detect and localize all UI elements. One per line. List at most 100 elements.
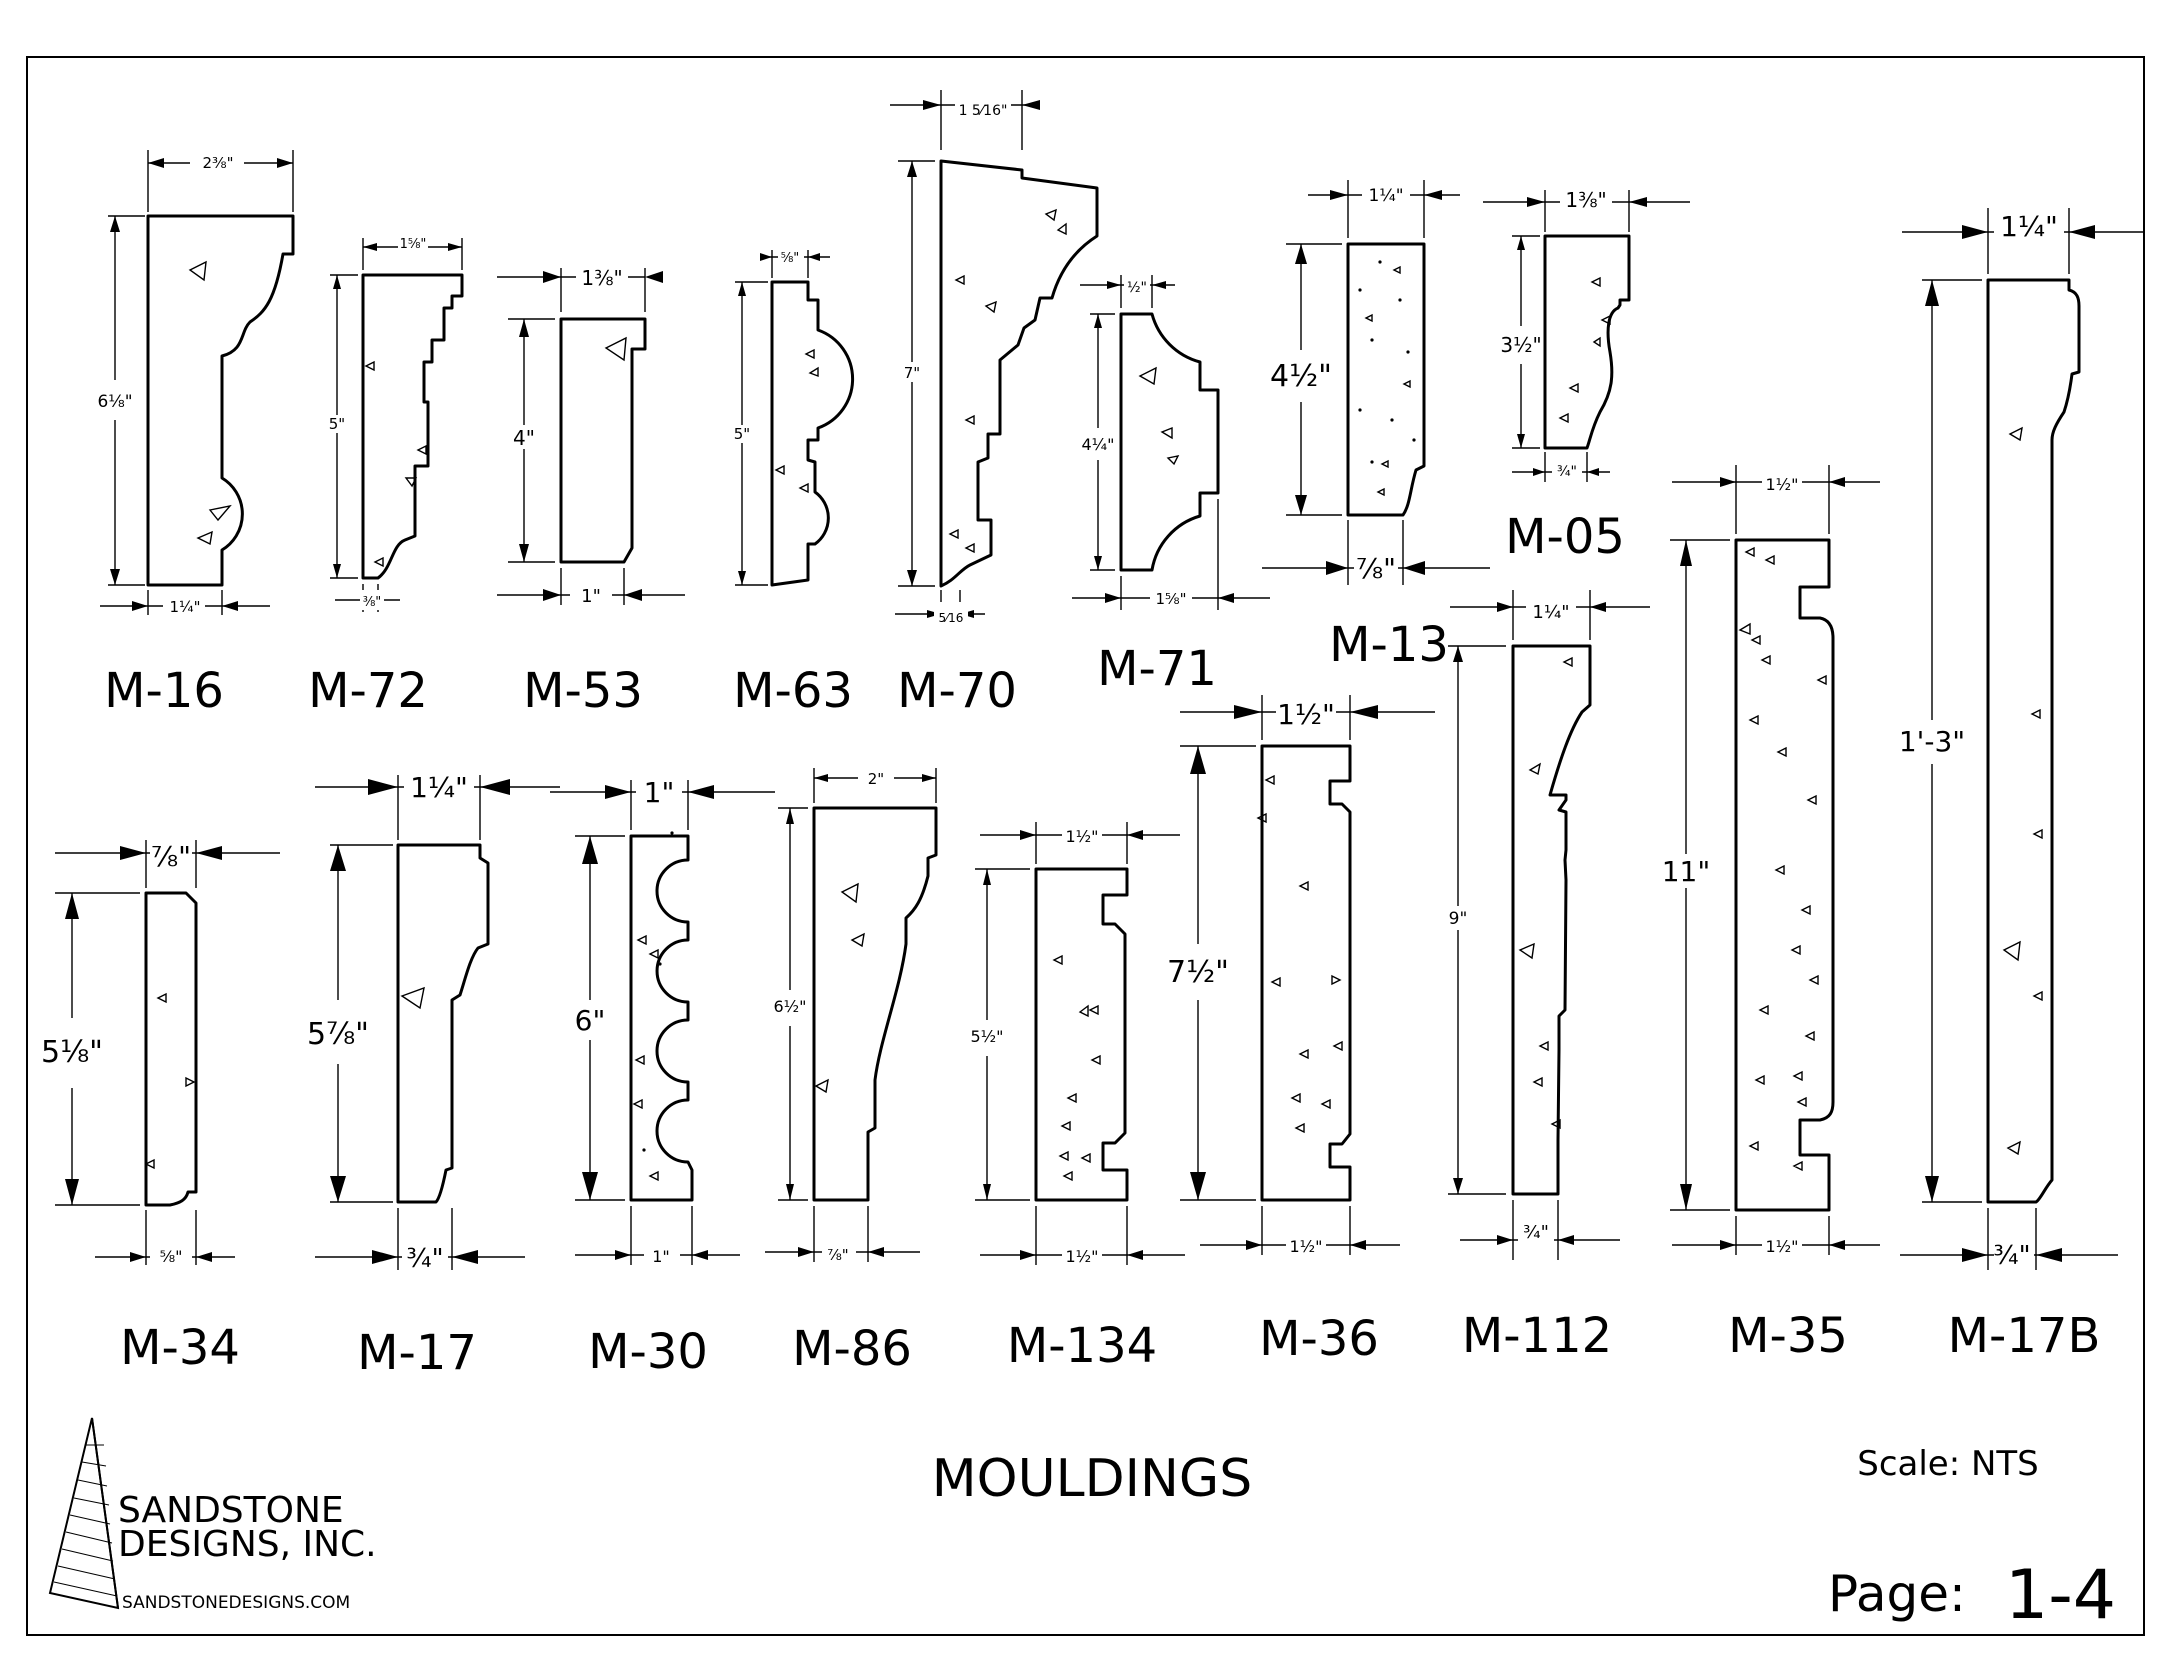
moulding-m-53: 1⅜" 4" 1" M-53 [497, 258, 685, 719]
moulding-m-63: ⅝" 5" M-63 [728, 243, 855, 719]
dim-width-m-53: 1⅜" [581, 266, 622, 290]
moulding-m-17b: 1¼" 1'-3" ¾" M-17B [1888, 196, 2144, 1364]
dim-depth-m-30: 1" [652, 1247, 670, 1266]
profile-m-16 [146, 214, 295, 587]
moulding-m-30: 1" 6" 1" M-30 [550, 776, 775, 1380]
label-m-86: M-86 [792, 1321, 912, 1377]
profile-m-112 [1511, 644, 1592, 1196]
dim-height-m-63: 5" [734, 425, 750, 443]
dim-width-m-34: ⅞" [151, 840, 191, 873]
label-m-17b: M-17B [1948, 1308, 2101, 1364]
dim-depth-m-36: 1½" [1289, 1237, 1322, 1256]
dim-depth-m-35: 1½" [1765, 1237, 1798, 1256]
moulding-m-86: 2" 6½" ⅞" M-86 [765, 768, 938, 1377]
dim-depth-m-05: ¾" [1557, 464, 1577, 480]
dim-height-m-16: 6⅛" [97, 392, 132, 412]
moulding-m-35: 1½" 11" 1½" M-35 [1656, 465, 1880, 1364]
moulding-m-70: 1 5⁄16" 7" 5⁄16 M-70 [890, 90, 1099, 719]
dim-height-m-134: 5½" [970, 1027, 1003, 1046]
label-m-72: M-72 [308, 663, 428, 719]
dim-height-m-13: 4½" [1270, 359, 1332, 394]
dim-depth-m-112: ¾" [1523, 1222, 1549, 1243]
profile-m-72 [361, 273, 464, 580]
page-label: Page: [1828, 1565, 1966, 1623]
moulding-m-16: 2⅜" 6⅛" 1¼" M-16 [97, 150, 295, 719]
dim-height-m-35: 11" [1662, 855, 1711, 888]
profile-m-05 [1543, 234, 1631, 450]
profile-m-134 [1034, 867, 1129, 1202]
label-m-63: M-63 [733, 663, 853, 719]
company-logo: SANDSTONE DESIGNS, INC. SANDSTONEDESIGNS… [48, 1417, 377, 1613]
company-name-line1: SANDSTONE [118, 1490, 344, 1531]
dim-depth-m-53: 1" [581, 586, 601, 607]
label-m-53: M-53 [523, 663, 643, 719]
moulding-m-71: ½" 4¼" 1⅝" M-71 [1072, 268, 1270, 697]
dim-depth-m-17b: ¾" [1993, 1241, 2030, 1271]
dim-depth-m-72: ⅜" [363, 595, 382, 610]
label-m-30: M-30 [588, 1324, 708, 1380]
moulding-m-05: 1⅜" 3½" ¾" M-05 [1483, 180, 1690, 565]
page-number: 1-4 [2005, 1556, 2116, 1635]
moulding-m-13: 1¼" 4½" ⅞" M-13 [1262, 176, 1490, 673]
moulding-m-17: 1¼" 5⅞" ¾" M-17 [304, 758, 560, 1381]
profile-m-70 [939, 159, 1099, 588]
profile-m-63 [770, 280, 855, 587]
dim-width-m-17: 1¼" [410, 771, 468, 804]
dim-height-m-34: 5⅛" [41, 1035, 103, 1070]
dim-width-m-17b: 1¼" [2000, 210, 2058, 243]
profile-m-13 [1346, 242, 1426, 517]
profile-m-53 [559, 317, 647, 564]
profile-m-30 [629, 834, 694, 1202]
dim-width-m-71: ½" [1127, 280, 1147, 296]
moulding-m-36: 1½" 7½" 1½" M-36 [1166, 690, 1435, 1367]
dim-width-m-72: 1⅝" [400, 237, 427, 252]
sandstone-logo-mark [48, 1417, 120, 1610]
profile-m-17b [1986, 278, 2081, 1204]
dim-height-m-53: 4" [513, 426, 535, 450]
label-m-112: M-112 [1462, 1308, 1612, 1364]
dim-height-m-71: 4¼" [1081, 435, 1114, 454]
dim-depth-m-34: ⅝" [160, 1247, 183, 1266]
moulding-m-112: 1¼" 9" ¾" M-112 [1442, 590, 1650, 1364]
dim-height-m-72: 5" [329, 415, 345, 433]
dim-depth-m-70: 5⁄16 [939, 611, 964, 625]
dim-width-m-112: 1¼" [1532, 602, 1569, 623]
moulding-m-134: 1½" 5½" 1½" M-134 [966, 816, 1185, 1374]
dim-width-m-13: 1¼" [1368, 186, 1403, 206]
profile-m-17 [396, 843, 490, 1204]
moulding-m-72: 1⅝" 5" ⅜" M-72 [308, 234, 464, 719]
label-m-35: M-35 [1728, 1308, 1848, 1364]
dim-depth-m-71: 1⅝" [1156, 590, 1187, 608]
company-name-line2: DESIGNS, INC. [118, 1524, 377, 1565]
dim-depth-m-134: 1½" [1065, 1247, 1098, 1266]
dim-width-m-86: 2" [868, 770, 884, 788]
profile-m-86 [812, 806, 938, 1202]
label-m-134: M-134 [1007, 1318, 1157, 1374]
dim-depth-m-13: ⅞" [1356, 552, 1396, 585]
dim-height-m-17: 5⅞" [307, 1017, 369, 1052]
label-m-71: M-71 [1097, 641, 1217, 697]
dim-height-m-17b: 1'-3" [1899, 725, 1965, 758]
dim-depth-m-17: ¾" [406, 1244, 443, 1274]
dim-width-m-05: 1⅜" [1565, 188, 1606, 212]
company-website: SANDSTONEDESIGNS.COM [122, 1593, 350, 1613]
dim-height-m-112: 9" [1449, 909, 1468, 929]
dim-width-m-16: 2⅜" [203, 154, 234, 172]
dim-width-m-70: 1 5⁄16" [959, 103, 1008, 119]
label-m-05: M-05 [1505, 509, 1625, 565]
label-m-34: M-34 [120, 1320, 240, 1376]
dim-height-m-05: 3½" [1500, 333, 1541, 357]
dim-width-m-36: 1½" [1277, 698, 1335, 731]
profile-m-36 [1260, 744, 1352, 1202]
sheet-border [26, 56, 2145, 1636]
dim-height-m-30: 6" [575, 1004, 606, 1037]
dim-width-m-134: 1½" [1065, 827, 1098, 846]
dim-width-m-30: 1" [644, 776, 675, 809]
profile-m-71 [1119, 312, 1220, 572]
label-m-16: M-16 [104, 663, 224, 719]
sheet-title: MOULDINGS [932, 1449, 1252, 1509]
scale-note: Scale: NTS [1857, 1444, 2039, 1484]
dim-depth-m-16: 1¼" [170, 598, 201, 616]
label-m-70: M-70 [897, 663, 1017, 719]
